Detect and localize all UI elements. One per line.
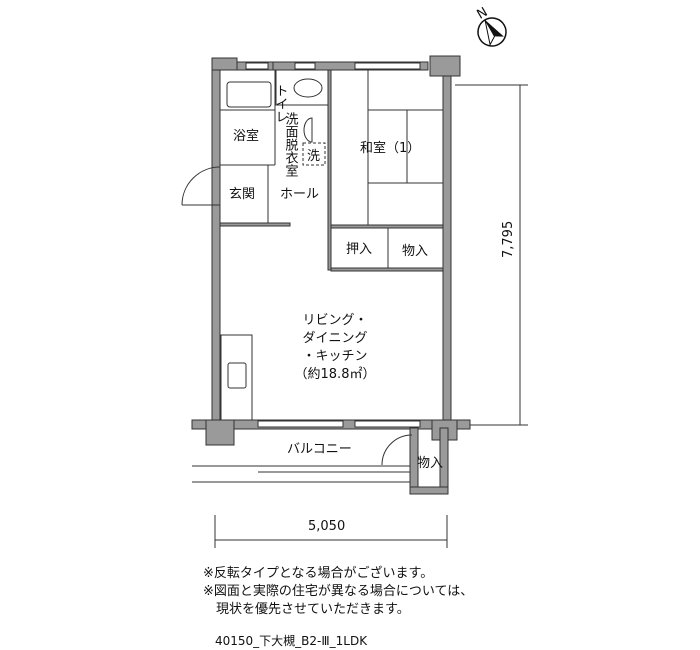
- dimension-lines: [214, 84, 528, 548]
- depth-dimension: 7,795: [501, 221, 516, 258]
- ldk-label: リビング・ ダイニング ・キッチン （約18.8㎡）: [295, 313, 376, 382]
- interior-walls: [181, 69, 444, 483]
- note-line: ※反転タイプとなる場合がございます。: [203, 566, 434, 581]
- oshiire-label: 押入: [346, 242, 372, 257]
- width-dimension: 5,050: [308, 519, 345, 534]
- note-line: ※図面と実際の住宅が異なる場合については、: [203, 584, 474, 599]
- plan-caption: 40150_下大槻_B2-Ⅲ_1LDK: [215, 634, 368, 648]
- hall-label: ホール: [280, 187, 319, 202]
- japanese-room-label: 和室（1）: [360, 140, 420, 156]
- storage-label: 物入: [402, 244, 428, 259]
- toilet-label: トイレ: [273, 84, 288, 123]
- balcony-label: バルコニー: [287, 442, 352, 457]
- windows: [245, 62, 421, 428]
- bath-label: 浴室: [233, 128, 259, 144]
- ldk-label-line: ・キッチン: [302, 349, 367, 364]
- north-compass-icon: N: [475, 5, 507, 47]
- washer-label: 洗: [307, 149, 320, 164]
- ldk-label-line: （約18.8㎡）: [295, 367, 376, 382]
- ldk-label-line: ダイニング: [302, 331, 367, 346]
- entrance-label: 玄関: [229, 187, 255, 202]
- note-line: 現状を優先させていただきます。: [203, 602, 410, 617]
- ldk-label-line: リビング・: [302, 313, 367, 328]
- washroom-label: 洗面脱衣室: [283, 112, 299, 177]
- balcony-storage-label: 物入: [417, 456, 443, 471]
